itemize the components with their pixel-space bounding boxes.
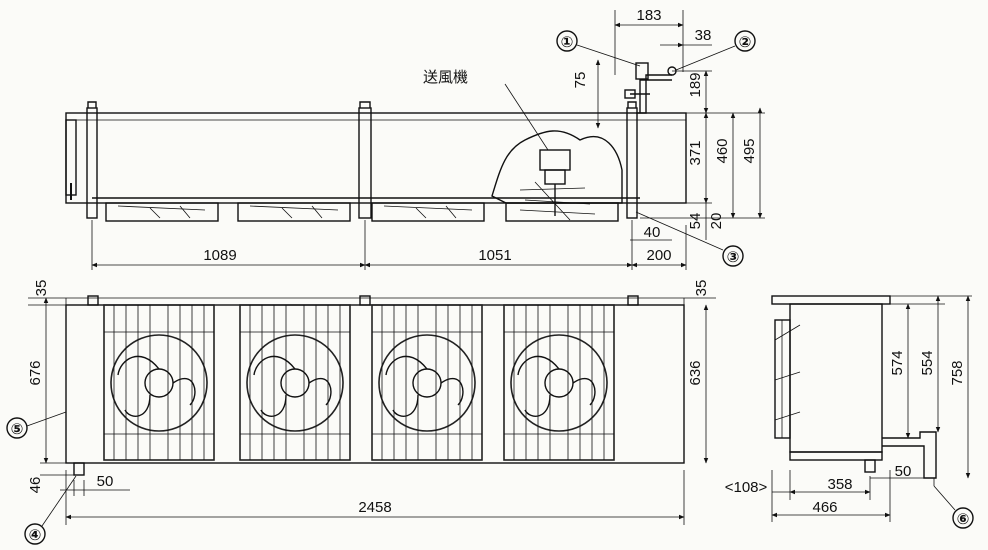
dim-38: 38 <box>695 27 712 44</box>
front-view: ⑤ ④ 35 676 46 50 35 636 2458 <box>6 280 716 545</box>
dim-371: 371 <box>687 140 704 165</box>
dim-108: <108> <box>725 479 768 496</box>
callout-6: ⑥ <box>957 510 970 528</box>
callout-1: ① <box>561 33 574 51</box>
fan-label: 送風機 <box>423 68 468 86</box>
dim-75: 75 <box>572 72 589 89</box>
dim-495: 495 <box>741 138 758 163</box>
dim-50-foot: 50 <box>97 473 114 490</box>
top-view: 送風機 ① ② ③ 183 38 75 189 371 460 <box>65 7 765 270</box>
dim-460: 460 <box>714 138 731 163</box>
dim-46: 46 <box>27 477 44 494</box>
dim-189: 189 <box>687 72 704 97</box>
dim-554: 554 <box>919 350 936 375</box>
dim-2458: 2458 <box>358 499 391 516</box>
dim-466: 466 <box>812 499 837 516</box>
dim-20: 20 <box>708 213 725 230</box>
dim-200: 200 <box>646 247 671 264</box>
dim-35-left: 35 <box>33 280 50 297</box>
dim-40: 40 <box>644 224 661 241</box>
dim-35-right: 35 <box>693 280 710 297</box>
dim-54: 54 <box>687 213 704 230</box>
callout-4: ④ <box>29 526 42 544</box>
fan-grill-4 <box>503 304 615 461</box>
fan-grill-3 <box>371 304 483 461</box>
fan-grill-2 <box>239 304 351 461</box>
dim-574: 574 <box>889 350 906 375</box>
callout-2: ② <box>739 33 752 51</box>
dim-1089: 1089 <box>203 247 236 264</box>
fan-grill-1 <box>103 304 215 461</box>
dim-758: 758 <box>949 360 966 385</box>
callout-3: ③ <box>727 248 740 266</box>
dim-50-side: 50 <box>895 463 912 480</box>
dim-358: 358 <box>827 476 852 493</box>
dim-1051: 1051 <box>478 247 511 264</box>
dim-183: 183 <box>636 7 661 24</box>
dim-676: 676 <box>27 360 44 385</box>
callout-5: ⑤ <box>11 420 24 438</box>
dim-636: 636 <box>687 360 704 385</box>
side-view: ⑥ 574 554 758 <108> 358 50 466 <box>725 295 974 529</box>
